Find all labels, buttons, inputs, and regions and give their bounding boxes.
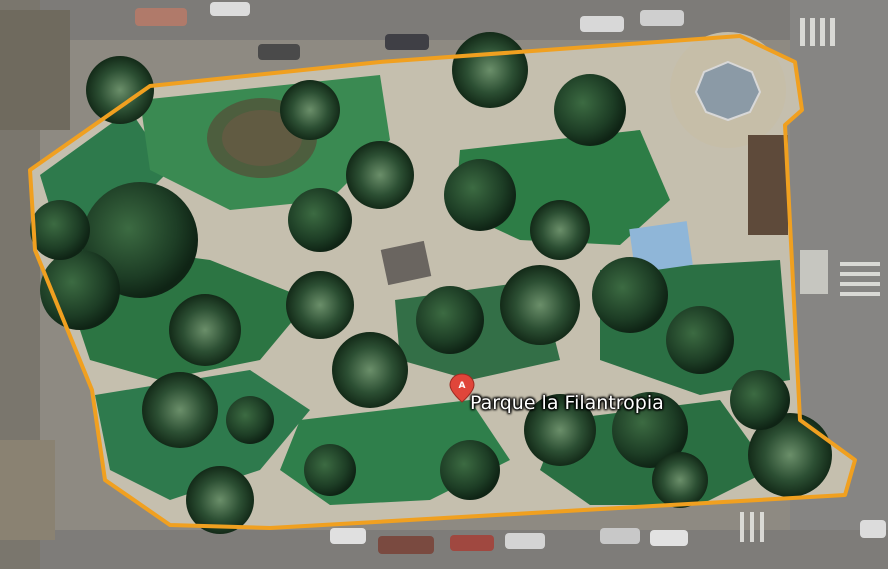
blue-court [629,221,693,273]
west-building [0,10,70,130]
crosswalk-south [740,512,764,542]
parked-cars [135,2,886,554]
place-label[interactable]: Parque la Filantropia [470,392,664,414]
crosswalk-east [840,262,880,296]
south-road [0,530,888,569]
map-pin-icon[interactable]: A [449,373,475,403]
east-small-building [800,250,828,294]
park-boundary-outline[interactable] [28,34,857,530]
north-road [0,0,888,40]
pin-letter: A [459,381,466,391]
park-kiosk [380,240,432,286]
east-kiosk-building [748,135,788,235]
trees [30,32,832,534]
gazebo-roof [694,60,762,122]
southwest-building [0,440,55,540]
crosswalk-north [800,18,835,46]
